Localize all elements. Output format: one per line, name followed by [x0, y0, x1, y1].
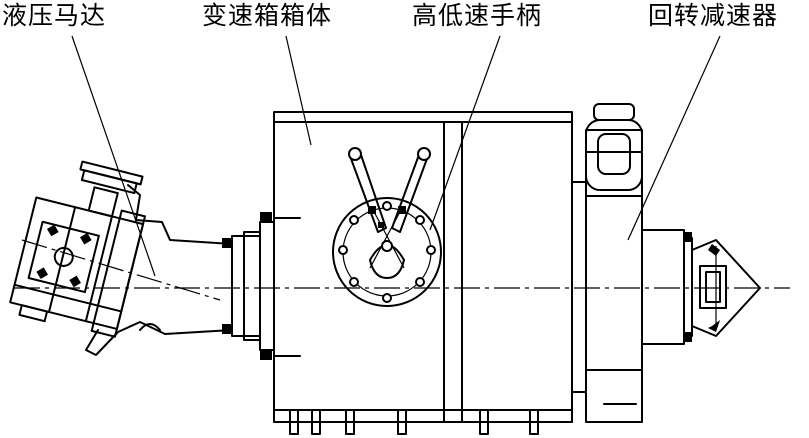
gearbox-base-feet — [289, 409, 539, 435]
leader-slewing-reducer — [627, 35, 721, 241]
leader-hydraulic-motor — [71, 35, 156, 277]
label-hydraulic-motor: 液压马达 — [2, 1, 107, 30]
motor-end-plate — [27, 220, 100, 294]
reducer-output-flange — [641, 229, 685, 345]
motor-port — [87, 186, 119, 218]
hydraulic-motor — [9, 160, 233, 356]
gearbox-housing — [273, 111, 587, 435]
slewing-reducer — [585, 103, 693, 423]
motor-body — [9, 196, 145, 330]
input-flange — [222, 212, 275, 360]
handle-plate — [332, 197, 442, 307]
leader-lines — [71, 35, 721, 277]
motor-axis-centerline — [21, 239, 221, 301]
leader-speed-handle — [429, 35, 501, 231]
speed-shift-handle — [332, 147, 442, 307]
label-speed-handle: 高低速手柄 — [412, 1, 543, 30]
label-slewing-reducer: 回转减速器 — [648, 1, 779, 30]
output-pinion — [691, 239, 761, 337]
label-gearbox-housing: 变速箱箱体 — [202, 1, 333, 30]
leader-gearbox-housing — [285, 35, 312, 146]
